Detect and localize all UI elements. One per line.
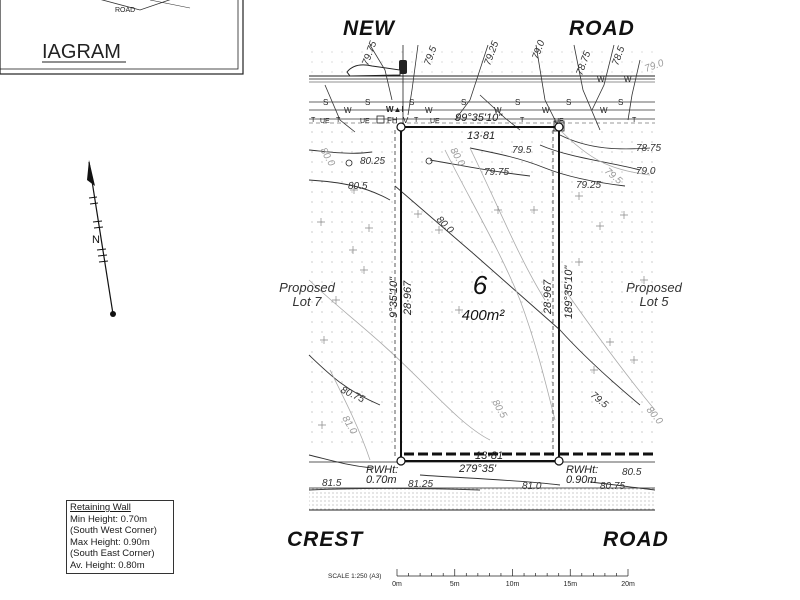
water-label: W — [494, 106, 502, 115]
scale-label: SCALE 1:250 (A3) — [328, 573, 381, 580]
front-length: 13·81 — [467, 130, 495, 142]
contour-label: 78.75 — [636, 143, 661, 154]
road-name-new: NEW — [343, 17, 396, 40]
legend-line: Av. Height: 0.80m — [70, 559, 145, 571]
lot-5-label-line2: Lot 5 — [640, 294, 670, 309]
sewer-label: S — [461, 98, 466, 107]
left-length: 28·967 — [402, 280, 414, 316]
lot-6-boundary — [394, 122, 655, 466]
sewer-label: S — [566, 98, 571, 107]
road-name-crest: CREST — [287, 528, 364, 551]
electric-label: UE — [360, 118, 370, 125]
rw-height-prefix-left: RWHt: — [366, 464, 398, 476]
contour-label: 79.75 — [484, 167, 509, 178]
road-name-road-bottom: ROAD — [603, 528, 669, 551]
water-label: W — [542, 106, 550, 115]
contour-label: 80.5 — [622, 467, 642, 478]
north-label: N — [92, 234, 100, 246]
road-name-road-top: ROAD — [569, 17, 635, 40]
rw-height-left: 0.70m — [366, 474, 397, 486]
lot-number: 6 — [473, 270, 488, 300]
inset-diagram-label: IAGRAM — [42, 41, 121, 63]
contour-label: 80.75 — [600, 481, 625, 492]
electric-label: UE — [430, 118, 440, 125]
plan-area: S S S S S S S W W W W W W W T T T T T UE… — [279, 39, 683, 511]
rw-height-prefix-right: RWHt: — [566, 464, 598, 476]
sewer-label: S — [515, 98, 520, 107]
fire-hydrant-label: FH — [387, 116, 398, 125]
scale-bar: SCALE 1:250 (A3) 0m 5m 10m 15m 20m — [328, 569, 635, 588]
right-bearing: 189°35'10" — [563, 265, 575, 319]
contour-label: 79.0 — [636, 166, 656, 177]
contour-label: 80.5 — [348, 181, 368, 192]
water-label: W — [597, 75, 605, 84]
telecom-label: T — [336, 117, 341, 124]
scale-tick-label: 5m — [450, 581, 460, 588]
lot-7-label-line2: Lot 7 — [293, 294, 323, 309]
sewer-label: S — [618, 98, 623, 107]
scale-tick-label: 20m — [621, 581, 635, 588]
left-bearing: 9°35'10" — [388, 276, 400, 318]
lot-7-label-line1: Proposed — [279, 280, 335, 295]
lot-area: 400m² — [462, 307, 506, 324]
inset-road-label: ROAD — [115, 7, 135, 14]
right-length: 28·967 — [542, 279, 554, 315]
water-label: W — [600, 106, 608, 115]
electric-label: UE — [320, 118, 330, 125]
water-label: W — [624, 75, 632, 84]
legend-line: (South East Corner) — [70, 548, 155, 560]
legend-line: Min Height: 0.70m — [70, 513, 148, 525]
scale-tick-label: 15m — [563, 581, 577, 588]
contour-label: 79.5 — [512, 145, 532, 156]
telecom-label: T — [520, 117, 525, 124]
legend-line: (South West Corner) — [70, 525, 157, 537]
scale-tick-label: 0m — [392, 581, 402, 588]
legend-line: Max Height: 0.90m — [70, 536, 150, 548]
lot-5-label-line1: Proposed — [626, 280, 682, 295]
front-bearing: 99°35'10" — [455, 112, 503, 124]
contour-label: 80.25 — [360, 156, 385, 167]
sewer-label: S — [409, 98, 414, 107]
valve-label: V — [403, 116, 409, 125]
inset-diagram: ROAD IAGRAM — [0, 0, 244, 75]
sewer-label: S — [323, 98, 328, 107]
telecom-label: T — [311, 117, 316, 124]
contour-label: 81.25 — [408, 479, 433, 490]
fire-hydrant-marker-icon: W▲I — [386, 105, 404, 114]
electric-label: UE — [554, 118, 564, 125]
telecom-label: T — [632, 117, 637, 124]
contour-label: 81.0 — [522, 481, 542, 492]
water-label: W — [425, 106, 433, 115]
scale-tick-label: 10m — [506, 581, 520, 588]
rear-length: 13·81 — [475, 450, 503, 462]
telecom-label: T — [414, 117, 419, 124]
rear-bearing: 279°35' — [458, 463, 497, 475]
sewer-label: S — [365, 98, 370, 107]
contour-label: 81.5 — [322, 478, 342, 489]
legend-title: Retaining Wall — [70, 502, 131, 513]
contour-label: 79.25 — [576, 180, 601, 191]
rw-height-right: 0.90m — [566, 474, 597, 486]
north-arrow-icon: N — [87, 160, 116, 317]
retaining-wall-legend: Retaining Wall Min Height: 0.70m (South … — [66, 500, 174, 574]
water-label: W — [344, 106, 352, 115]
